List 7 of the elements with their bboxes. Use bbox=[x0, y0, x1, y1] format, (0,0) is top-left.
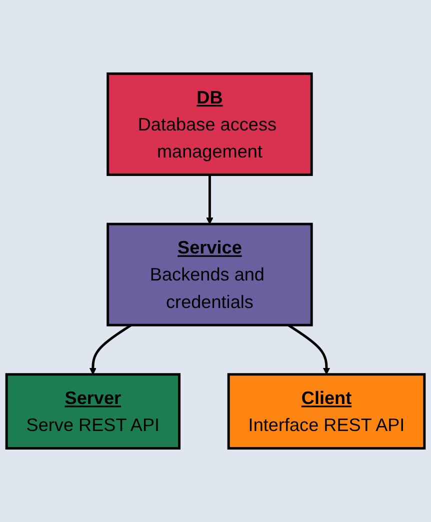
node-box: Service Backends and credentials bbox=[106, 222, 313, 326]
node-box: DB Database access management bbox=[106, 72, 313, 176]
node-box: Server Serve REST API bbox=[5, 373, 181, 450]
arrow bbox=[206, 174, 214, 224]
arrow bbox=[288, 324, 330, 375]
arrow bbox=[89, 324, 132, 375]
node-box: Client Interface REST API bbox=[227, 373, 426, 450]
